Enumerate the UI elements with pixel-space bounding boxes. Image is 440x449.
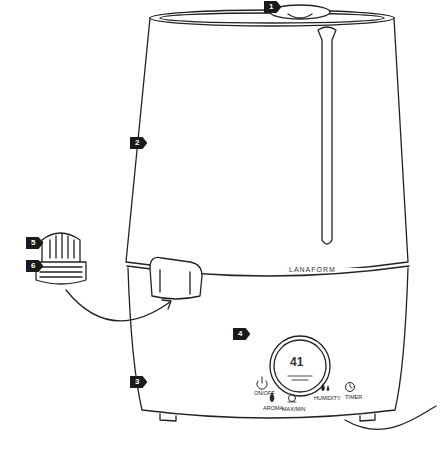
callout-number: 5	[26, 237, 43, 249]
display-reading: 41	[290, 356, 303, 368]
button-label: TIMER	[345, 395, 362, 401]
button-label: ON/OFF	[254, 391, 275, 397]
button-label: HUMIDITY	[314, 396, 341, 402]
button-label: MAX/MIN	[282, 407, 306, 413]
button-label: AROMA	[263, 406, 283, 412]
brand-name: LANAFORM	[289, 266, 336, 273]
